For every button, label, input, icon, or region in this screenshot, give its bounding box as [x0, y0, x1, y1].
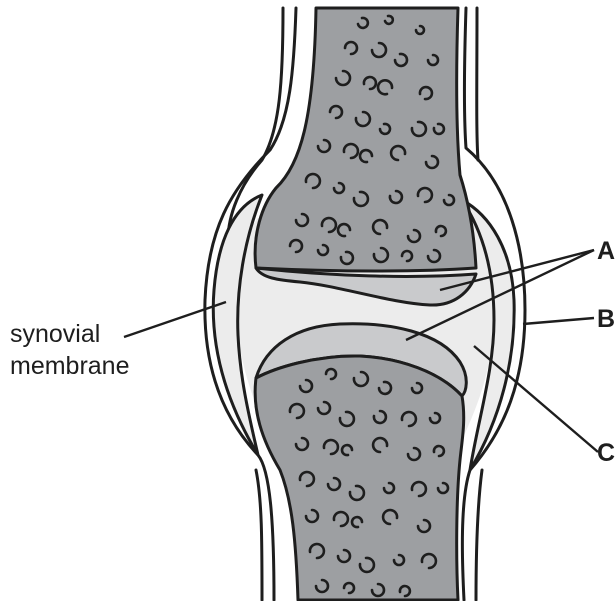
upper-bone — [255, 8, 476, 271]
label-membrane: membrane — [10, 352, 130, 380]
pointer-b — [523, 318, 594, 324]
label-a: A — [597, 237, 615, 265]
capsule-inner-left-lower — [256, 470, 262, 600]
label-synovial: synovial — [10, 320, 100, 348]
pointer-synovial — [124, 302, 226, 337]
label-b: B — [597, 305, 615, 333]
capsule-inner-right-lower — [476, 470, 482, 600]
capsule-inner-right — [477, 8, 478, 160]
label-c: C — [597, 439, 615, 467]
